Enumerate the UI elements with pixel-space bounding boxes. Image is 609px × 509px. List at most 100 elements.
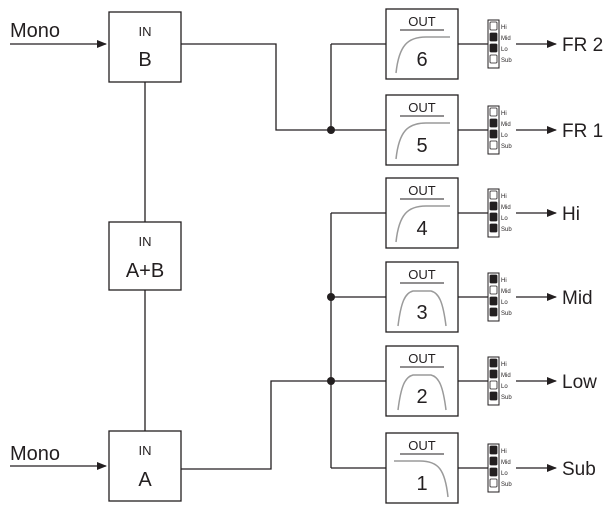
output-2-switch-mid-label: Mid: [501, 373, 511, 379]
output-4-switch-sub-label: Sub: [501, 227, 512, 233]
output-3-switch-mid: [489, 285, 498, 295]
output-3-out-label: OUT: [408, 267, 436, 282]
output-1-switch-mid: [489, 456, 498, 466]
output-6-number: 6: [416, 49, 427, 71]
output-1-switch-hi: [489, 445, 498, 455]
output-5-switch-sub: [489, 140, 498, 150]
input-b-box: IN B: [108, 11, 182, 83]
output-3-switch-hi-label: Hi: [501, 278, 507, 284]
output-3-switch-lo-label: Lo: [501, 300, 508, 306]
output-2-switch-lo-label: Lo: [501, 384, 508, 390]
output-6-switch-mid: [489, 32, 498, 42]
input-a-box: IN A: [108, 430, 182, 502]
output-6-switch-lo: [489, 43, 498, 53]
output-4-number: 4: [416, 218, 427, 240]
output-1-out-label: OUT: [408, 438, 436, 453]
output-2-number: 2: [416, 386, 427, 408]
input-b-frame: [108, 11, 182, 83]
output-5-out-label: OUT: [408, 100, 436, 115]
output-6-dest-label: FR 2: [562, 35, 603, 56]
output-3-dest-label: Mid: [562, 288, 593, 309]
output-2-dest-label: Low: [562, 372, 597, 393]
output-4-switch-mid: [489, 201, 498, 211]
output-2-switch-sub-label: Sub: [501, 395, 512, 401]
junction-mid: [327, 293, 335, 301]
output-5-switch-lo-label: Lo: [501, 133, 508, 139]
input-b-name: B: [138, 49, 151, 71]
output-6-switch-sub-label: Sub: [501, 58, 512, 64]
input-ab-in-label: IN: [139, 234, 152, 249]
output-2-switch-lo: [489, 380, 498, 390]
output-3-switch-hi: [489, 274, 498, 284]
output-2-switch-sub: [489, 391, 498, 401]
output-2-switch-hi-label: Hi: [501, 362, 507, 368]
output-2-bandpass-curve: [397, 374, 447, 411]
output-2-switch-hi: [489, 358, 498, 368]
output-1-lowpass-curve: [394, 460, 449, 498]
input-ab-box: IN A+B: [108, 221, 182, 291]
output-4-switch-hi-label: Hi: [501, 194, 507, 200]
output-3-switch-sub-label: Sub: [501, 311, 512, 317]
output-5-switch-lo: [489, 129, 498, 139]
output-4-frame: [385, 177, 459, 249]
output-1-switch-sub-label: Sub: [501, 482, 512, 488]
output-4-switch-mid-label: Mid: [501, 205, 511, 211]
output-3-bandpass-curve: [397, 290, 447, 327]
output-1-switch-lo-label: Lo: [501, 471, 508, 477]
output-6-out-label: OUT: [408, 14, 436, 29]
input-a-in-label: IN: [139, 443, 152, 458]
output-6-switch-mid-label: Mid: [501, 36, 511, 42]
route-a: [181, 380, 331, 470]
output-5-switch-hi: [489, 107, 498, 117]
output-2-out-label: OUT: [408, 351, 436, 366]
junction-low: [327, 377, 335, 385]
output-5-switch-mid: [489, 118, 498, 128]
output-1-switch-lo: [489, 467, 498, 477]
output-3-switch-mid-label: Mid: [501, 289, 511, 295]
output-4-switch-sub: [489, 223, 498, 233]
output-3-number: 3: [416, 302, 427, 324]
output-1-frame: [385, 432, 459, 504]
output-6-switch-lo-label: Lo: [501, 47, 508, 53]
output-1-switch-mid-label: Mid: [501, 460, 511, 466]
junction-fr: [327, 126, 335, 134]
output-6-switch-hi-label: Hi: [501, 25, 507, 31]
output-5-highpass-curve: [395, 122, 450, 160]
output-1-switch-sub: [489, 478, 498, 488]
output-5-frame: [385, 94, 459, 166]
mono-a-label: Mono: [10, 443, 60, 465]
input-ab-frame: [108, 221, 182, 291]
output-4-out-label: OUT: [408, 183, 436, 198]
output-3-switch-lo: [489, 296, 498, 306]
output-5-switch-sub-label: Sub: [501, 144, 512, 150]
input-ab-name: A+B: [126, 260, 164, 282]
output-3-switch-sub: [489, 307, 498, 317]
output-6-switch-hi: [489, 21, 498, 31]
input-a-name: A: [138, 469, 152, 491]
input-b-in-label: IN: [139, 24, 152, 39]
output-2-switch-mid: [489, 369, 498, 379]
wiring: [10, 40, 386, 470]
output-5-switch-hi-label: Hi: [501, 111, 507, 117]
output-5-number: 5: [416, 135, 427, 157]
output-6-frame: [385, 8, 459, 80]
route-b: [181, 43, 331, 131]
output-6-switch-sub: [489, 54, 498, 64]
output-5-dest-label: FR 1: [562, 121, 603, 142]
output-1-number: 1: [416, 473, 427, 495]
output-4-dest-label: Hi: [562, 204, 580, 225]
output-1-dest-label: Sub: [562, 459, 596, 480]
mono-b-label: Mono: [10, 20, 60, 42]
